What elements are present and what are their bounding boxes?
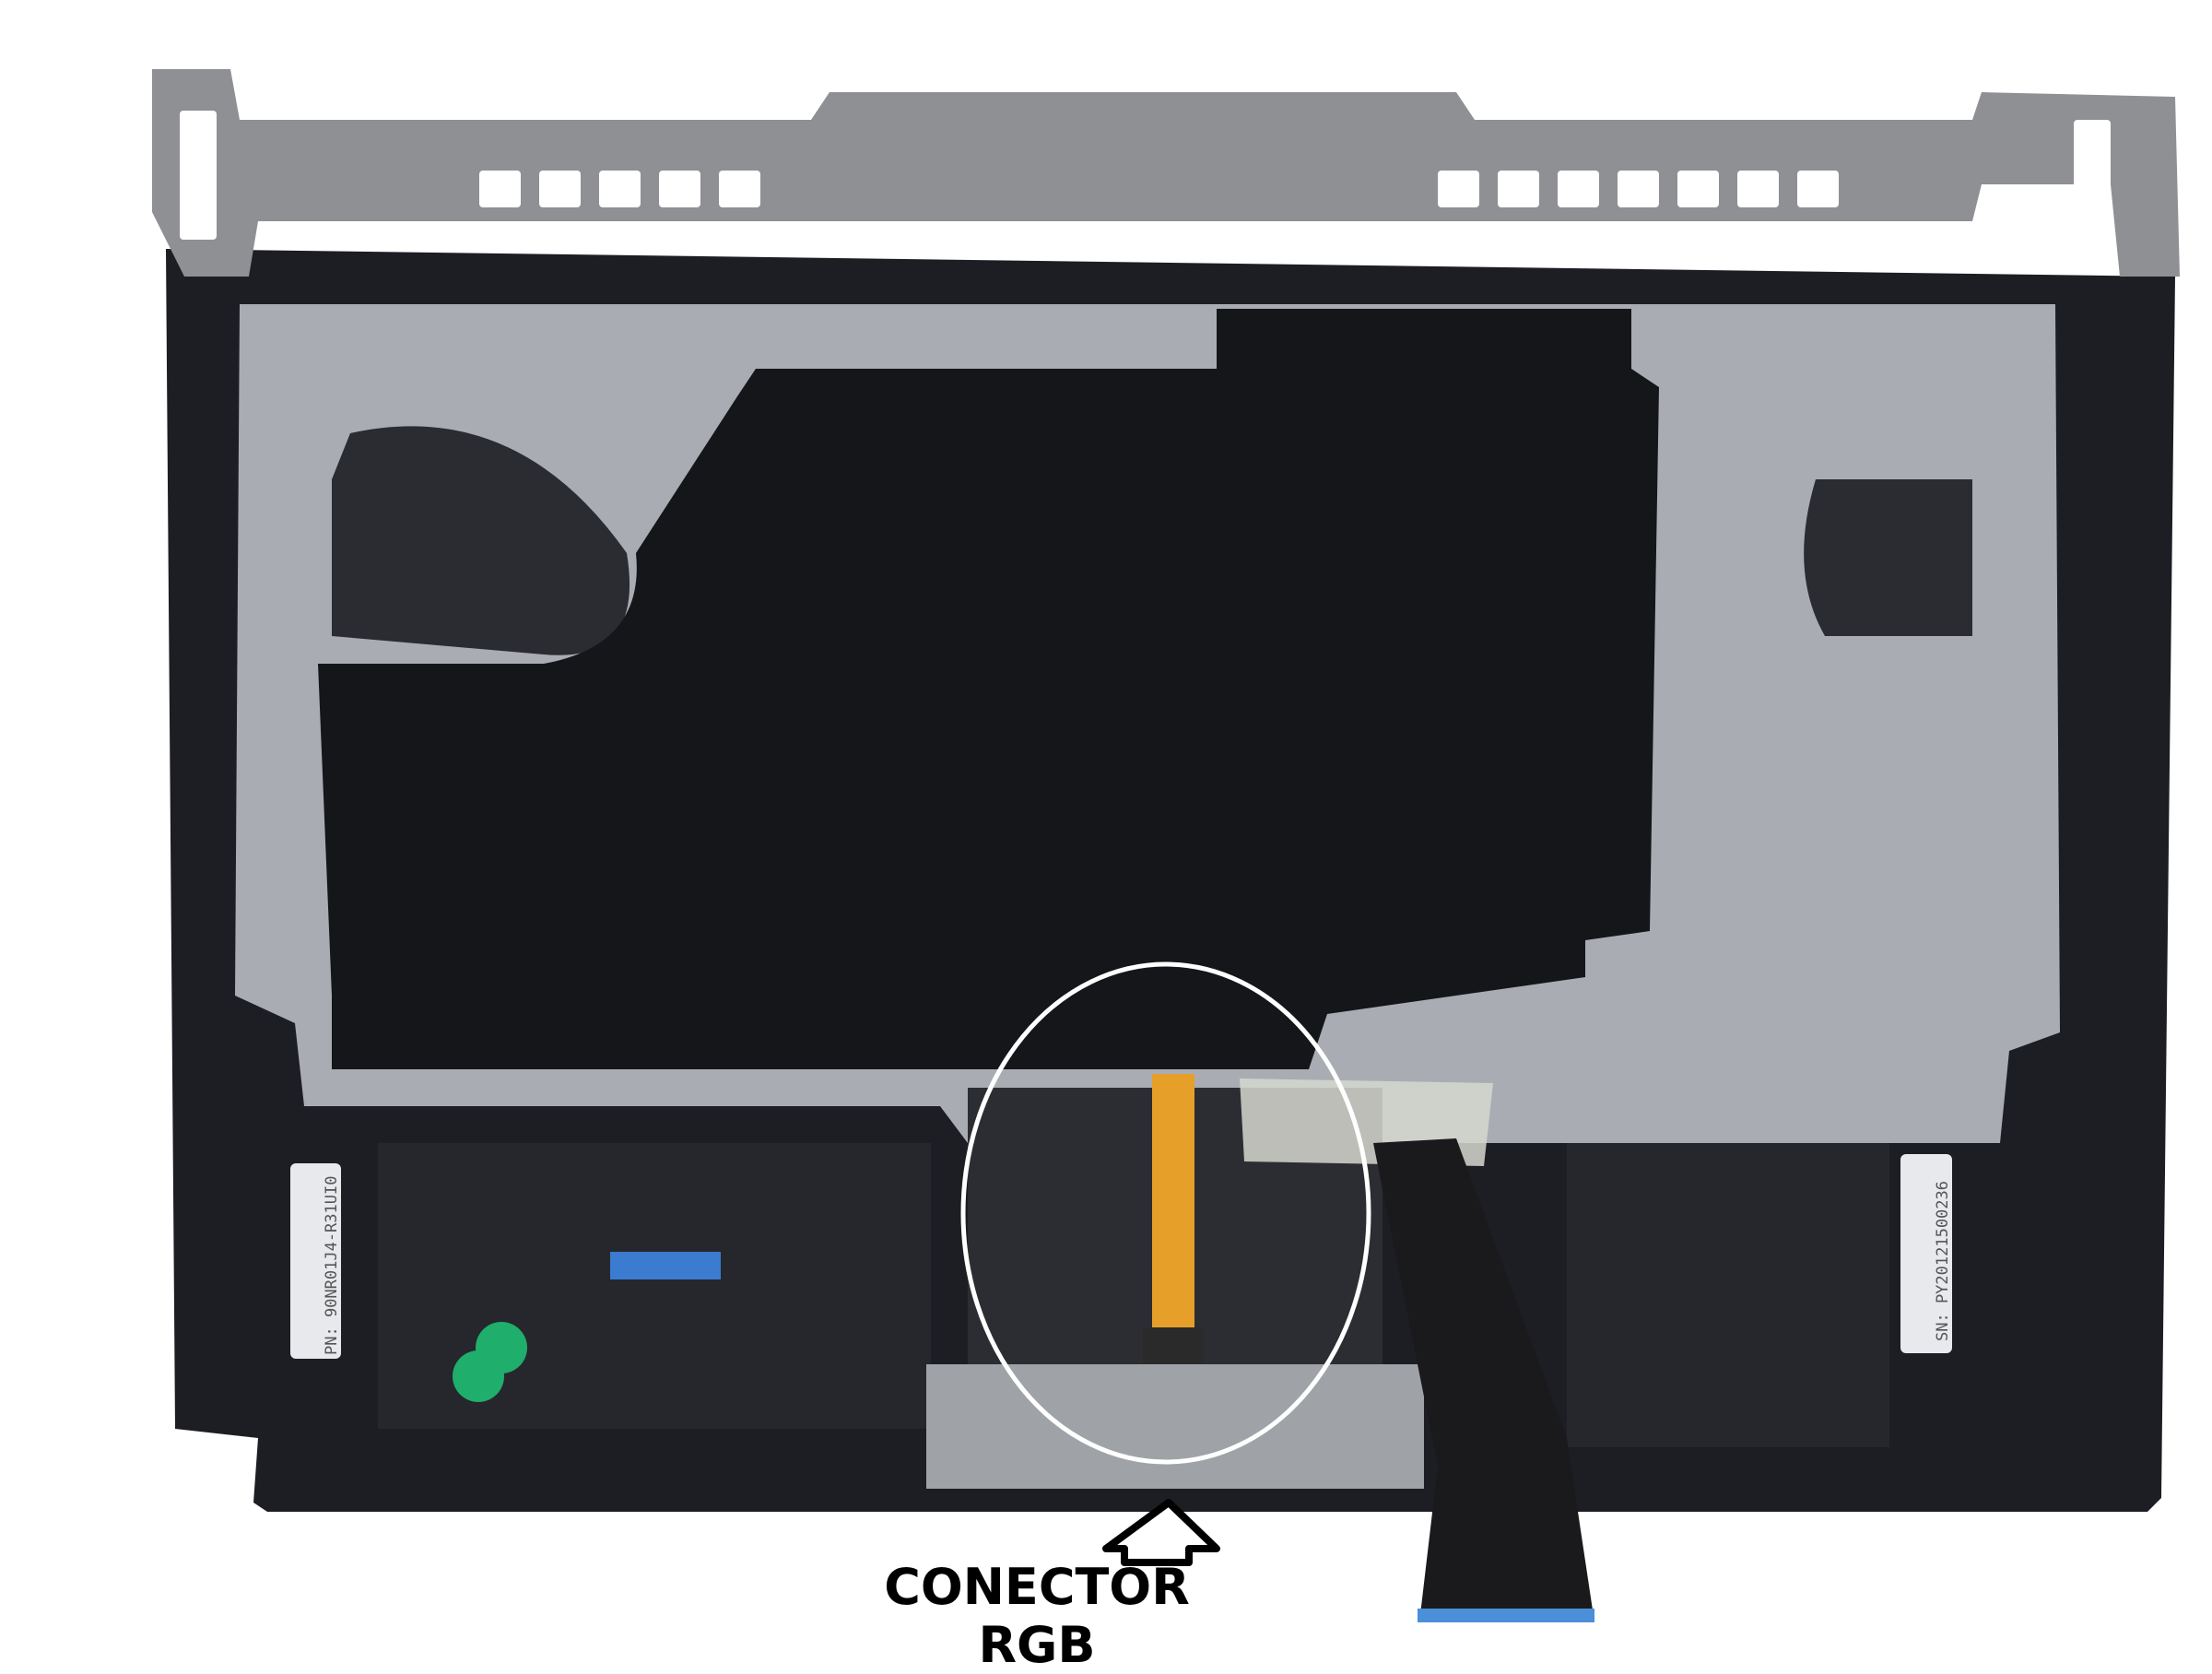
blue-tape [610,1252,721,1279]
bottom-right-grid-area [1567,1143,1889,1447]
insulation-sheet [318,309,1659,1069]
ribbon-cable [1373,1138,1594,1622]
part-number-text: PN: 90NR01J4-R31UI0 [323,1175,341,1355]
arrow-up-icon [1102,1499,1220,1566]
sn-label [1900,1154,1952,1353]
bracket-cutouts [180,111,2111,249]
touchpad-bracket [926,1364,1424,1489]
rgb-flex-cable [1152,1074,1194,1341]
rgb-connector [1143,1327,1204,1364]
fan-cutout-left [332,426,630,655]
fan-cutout-right [1804,479,1972,636]
qc-sticker [453,1350,504,1402]
top-metal-bracket [152,69,2180,277]
ribbon-cable-contacts [1418,1609,1594,1622]
highlight-ellipse [960,961,1371,1465]
serial-number-text: SN: PY20121500236 [1934,1181,1952,1341]
pn-label [290,1163,341,1359]
rgb-connector-caption: CONECTOR RGB [884,1558,1190,1674]
